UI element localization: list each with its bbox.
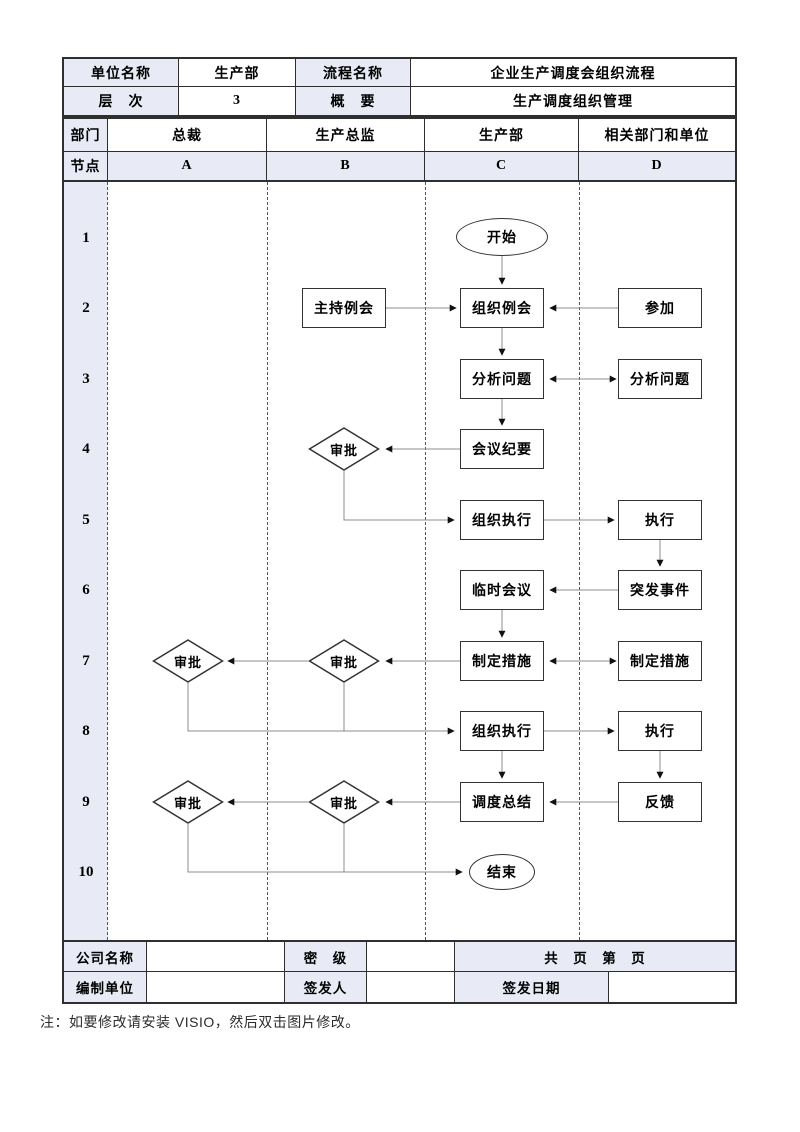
level-label: 层 次 <box>64 87 179 115</box>
lane-divider-a-b <box>267 182 268 940</box>
row-number-1: 1 <box>82 230 90 246</box>
lane-dept-b: 生产总监 <box>267 119 425 152</box>
flow-node-organize-execution-8: 组织执行 <box>460 711 544 751</box>
edit-note: 注：如要修改请安装 VISIO，然后双击图片修改。 <box>40 1014 360 1030</box>
flow-node-analyze-issues-d: 分析问题 <box>618 359 702 399</box>
flow-node-end: 结束 <box>469 854 535 890</box>
flow-node-make-measures-d: 制定措施 <box>618 641 702 681</box>
flow-node-organize-execution-5: 组织执行 <box>460 500 544 540</box>
diamond-label: 审批 <box>329 795 358 811</box>
flow-node-meeting-minutes: 会议纪要 <box>460 429 544 469</box>
secrecy-level-label: 密 级 <box>285 942 367 972</box>
flow-node-execute-5: 执行 <box>618 500 702 540</box>
flow-node-dispatch-summary: 调度总结 <box>460 782 544 822</box>
row-number-7: 7 <box>82 653 90 669</box>
process-name-label: 流程名称 <box>296 59 411 87</box>
row-number-10: 10 <box>78 864 94 880</box>
lane-divider-b-c <box>425 182 426 940</box>
flow-node-adhoc-meeting: 临时会议 <box>460 570 544 610</box>
flow-node-organize-meeting: 组织例会 <box>460 288 544 328</box>
prepared-by-value <box>147 972 285 1002</box>
arrow-approve-a9-to-end <box>187 824 463 876</box>
row-number-3: 3 <box>82 371 90 387</box>
flow-node-make-measures-c: 制定措施 <box>460 641 544 681</box>
flow-node-start: 开始 <box>456 218 548 256</box>
issuer-label: 签发人 <box>285 972 367 1002</box>
lane-dept-d: 相关部门和单位 <box>579 119 735 152</box>
header-table: 单位名称 生产部 流程名称 企业生产调度会组织流程 层 次 3 概 要 生产调度… <box>62 57 737 117</box>
company-name-label: 公司名称 <box>64 942 147 972</box>
flow-node-feedback: 反馈 <box>618 782 702 822</box>
footer-table: 公司名称 密 级 共 页 第 页 编制单位 签发人 签发日期 <box>62 940 737 1004</box>
flow-node-emergency-event: 突发事件 <box>618 570 702 610</box>
flow-node-attend: 参加 <box>618 288 702 328</box>
diamond-label: 审批 <box>173 654 202 670</box>
summary-value: 生产调度组织管理 <box>513 95 633 110</box>
row-number-6: 6 <box>82 582 90 598</box>
row-number-4: 4 <box>82 441 90 457</box>
issue-date-label: 签发日期 <box>455 972 609 1002</box>
diamond-shape <box>152 780 224 824</box>
arrow-approve-b4-to-execution <box>343 471 455 524</box>
diamond-label: 审批 <box>329 654 358 670</box>
flow-node-approve-a9: 审批 <box>152 780 224 824</box>
diamond-shape <box>308 639 380 683</box>
flow-node-execute-8: 执行 <box>618 711 702 751</box>
row-number-column <box>64 182 108 940</box>
flowchart-area: 1 2 3 4 5 6 7 8 9 10 <box>62 182 737 940</box>
flow-node-approve-b4: 审批 <box>308 427 380 471</box>
page-count-label: 共 页 第 页 <box>455 942 735 972</box>
issue-date-value <box>609 972 735 1002</box>
lane-code-a: A <box>108 152 267 180</box>
diamond-shape <box>308 780 380 824</box>
dept-header-label: 部门 <box>64 119 108 152</box>
summary-label: 概 要 <box>296 87 411 115</box>
process-name-value: 企业生产调度会组织流程 <box>411 59 735 87</box>
flow-node-approve-b9: 审批 <box>308 780 380 824</box>
row-number-5: 5 <box>82 512 90 528</box>
flow-node-approve-b7: 审批 <box>308 639 380 683</box>
lane-code-d: D <box>579 152 735 180</box>
arrow-approve-a7-to-execution-8 <box>187 683 455 735</box>
secrecy-level-value <box>367 942 455 972</box>
lane-code-c: C <box>425 152 579 180</box>
diamond-shape <box>152 639 224 683</box>
lane-dept-a: 总裁 <box>108 119 267 152</box>
node-header-label: 节点 <box>64 152 108 180</box>
lane-divider-c-d <box>579 182 580 940</box>
prepared-by-label: 编制单位 <box>64 972 147 1002</box>
flow-node-host-meeting: 主持例会 <box>302 288 386 328</box>
lane-code-b: B <box>267 152 425 180</box>
row-number-8: 8 <box>82 723 90 739</box>
level-value: 3 <box>179 87 296 115</box>
diamond-shape <box>308 427 380 471</box>
issuer-value <box>367 972 455 1002</box>
lane-header-table: 部门 总裁 生产总监 生产部 相关部门和单位 节点 A B C D <box>62 117 737 182</box>
company-name-value <box>147 942 285 972</box>
flow-node-approve-a7: 审批 <box>152 639 224 683</box>
row-number-2: 2 <box>82 300 90 316</box>
diamond-label: 审批 <box>173 795 202 811</box>
diamond-label: 审批 <box>329 442 358 458</box>
unit-name-label: 单位名称 <box>64 59 179 87</box>
lane-dept-c: 生产部 <box>425 119 579 152</box>
row-number-9: 9 <box>82 794 90 810</box>
unit-name-value: 生产部 <box>179 59 296 87</box>
flow-node-analyze-issues-c: 分析问题 <box>460 359 544 399</box>
